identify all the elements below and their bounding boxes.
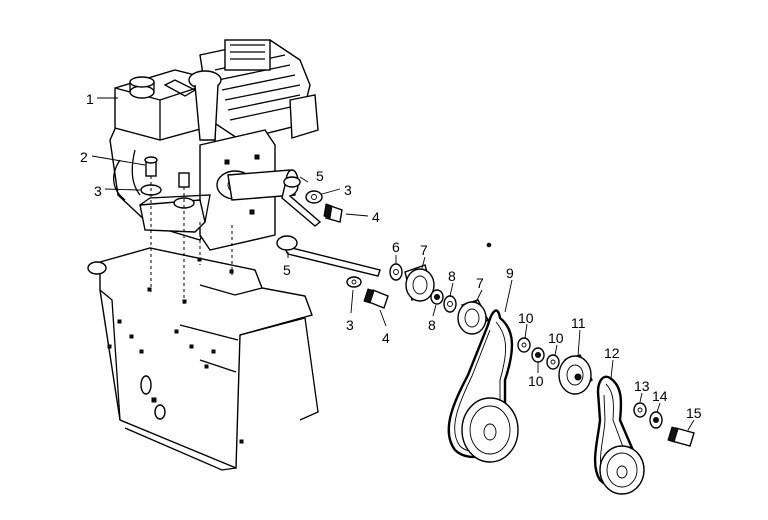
callout-8: 8 bbox=[428, 317, 436, 333]
drive-pulley bbox=[599, 445, 645, 495]
callout-11: 11 bbox=[571, 315, 586, 331]
callout-3: 3 bbox=[346, 317, 354, 333]
callout-14: 14 bbox=[652, 388, 668, 404]
leader-lines bbox=[91, 97, 695, 431]
callout-9: 9 bbox=[506, 265, 514, 281]
callouts: 1 2 3 3 3 4 4 5 5 6 7 7 8 8 9 10 10 10 1… bbox=[80, 91, 702, 421]
callout-12: 12 bbox=[604, 345, 620, 361]
callout-15: 15 bbox=[686, 405, 702, 421]
callout-10: 10 bbox=[528, 373, 544, 389]
callout-3: 3 bbox=[94, 183, 102, 199]
pulley-stack-drive bbox=[517, 337, 593, 395]
callout-13: 13 bbox=[634, 378, 650, 394]
engine-assembly bbox=[109, 39, 319, 305]
auger-pulley bbox=[461, 397, 519, 463]
callout-4: 4 bbox=[372, 209, 380, 225]
callout-1: 1 bbox=[86, 91, 94, 107]
callout-10: 10 bbox=[518, 310, 534, 326]
callout-4: 4 bbox=[382, 330, 390, 346]
callout-10: 10 bbox=[548, 330, 564, 346]
callout-5: 5 bbox=[316, 168, 324, 184]
callout-5: 5 bbox=[283, 262, 291, 278]
callout-2: 2 bbox=[80, 149, 88, 165]
callout-3: 3 bbox=[344, 182, 352, 198]
pulley-stack-engine bbox=[389, 242, 492, 335]
callout-7: 7 bbox=[476, 275, 484, 291]
belt-guide-upper bbox=[281, 176, 343, 227]
belt-guide-lower bbox=[276, 235, 389, 309]
callout-8: 8 bbox=[448, 268, 456, 284]
callout-6: 6 bbox=[392, 239, 400, 255]
fastener-stack-right bbox=[633, 402, 695, 447]
callout-7: 7 bbox=[420, 242, 428, 258]
chassis-frame bbox=[87, 247, 319, 471]
